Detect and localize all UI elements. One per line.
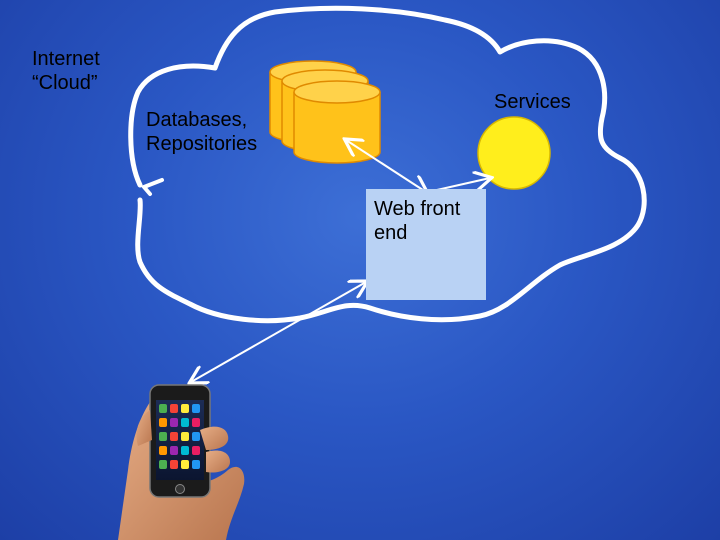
app-icon [159, 432, 167, 441]
app-icon [192, 404, 200, 413]
services-label: Services [494, 91, 571, 113]
app-icon [159, 418, 167, 427]
arrow-web-to-databases [346, 140, 426, 192]
app-icon [192, 446, 200, 455]
app-icon [159, 404, 167, 413]
app-icon [181, 432, 189, 441]
app-icon [170, 404, 178, 413]
app-icon [181, 404, 189, 413]
cloud-outline-tail [140, 178, 164, 196]
app-icon [181, 460, 189, 469]
app-icon [192, 460, 200, 469]
app-icon [170, 460, 178, 469]
databases-label: Databases, Repositories [146, 109, 258, 155]
app-icon [159, 446, 167, 455]
web-front-end-box: Web front end [366, 189, 486, 300]
arrow-phone-to-web [191, 282, 366, 382]
smartphone-in-hand-icon [118, 384, 245, 540]
cloud-label: Internet “Cloud” [32, 48, 100, 94]
database-icon [269, 60, 381, 164]
app-icon [192, 418, 200, 427]
app-icon [170, 432, 178, 441]
app-icon [159, 460, 167, 469]
app-icon [181, 418, 189, 427]
app-icon [181, 446, 189, 455]
app-icon [170, 446, 178, 455]
web-front-end-label: Web front end [374, 198, 461, 244]
app-icon [192, 432, 200, 441]
app-icon [170, 418, 178, 427]
services-circle [477, 116, 551, 190]
